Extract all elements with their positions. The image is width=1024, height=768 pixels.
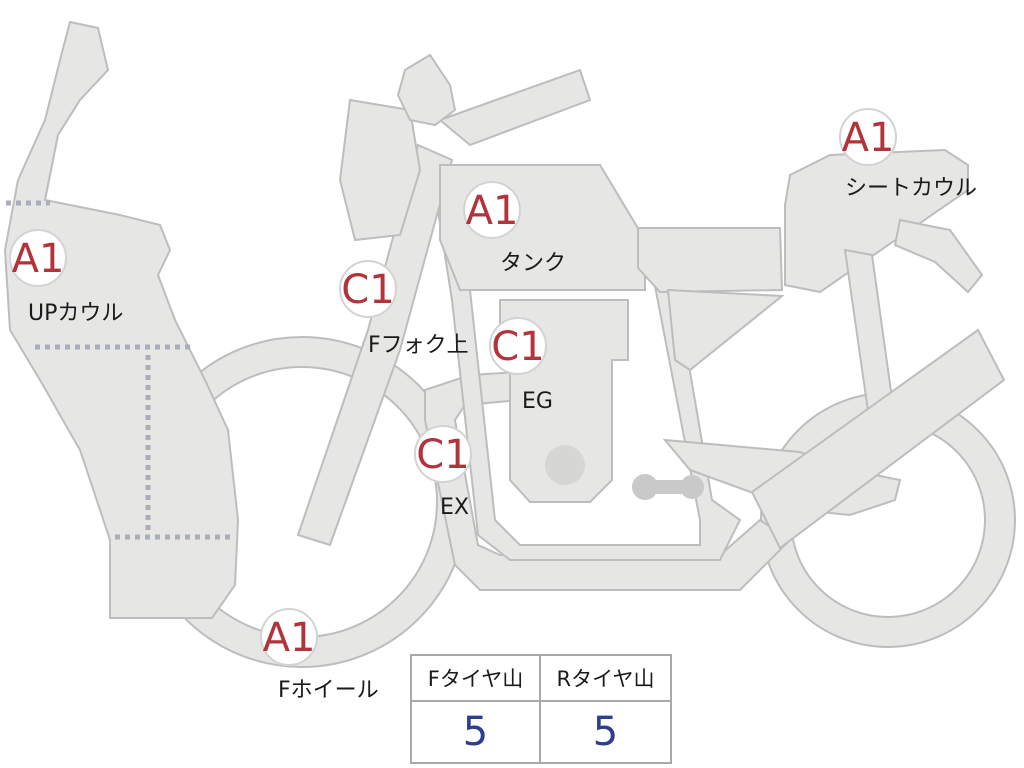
front-tire-value: 5 <box>412 702 541 762</box>
front-tire-header: Fタイヤ山 <box>412 656 541 702</box>
grade-badge <box>489 317 547 375</box>
grade-text: A1 <box>12 236 65 282</box>
seat-cowl-shape <box>784 148 969 294</box>
part-label: シートカウル <box>845 176 977 201</box>
front-fork <box>296 143 454 547</box>
rear-tire-value: 5 <box>592 709 619 755</box>
cowl-dash-lines <box>6 200 232 540</box>
side-cover <box>666 288 785 372</box>
mirror <box>396 53 457 127</box>
part-label: EX <box>440 495 469 520</box>
grade-text: C1 <box>416 432 469 478</box>
part-label: タンク <box>500 251 566 276</box>
part-label: Fホイール <box>278 678 379 703</box>
muffler <box>750 328 1006 550</box>
part-label: UPカウル <box>28 301 123 326</box>
upper-cowl-shape <box>3 20 240 619</box>
grade-text: C1 <box>491 324 544 370</box>
grade-text: C1 <box>341 267 394 313</box>
grade-badge <box>9 229 67 287</box>
engine-cover <box>545 445 585 485</box>
footrest <box>632 474 704 500</box>
handlebar <box>438 68 592 147</box>
grade-text: A1 <box>263 615 316 661</box>
grade-badge <box>339 260 397 318</box>
grade-text: A1 <box>842 115 895 161</box>
tail-fin <box>893 218 984 294</box>
part-label: EG <box>522 389 553 414</box>
grade-badge <box>260 608 318 666</box>
grade-badge <box>839 108 897 166</box>
rear-tire-header: Rタイヤ山 <box>541 656 670 702</box>
tire-tread-table: Fタイヤ山 Rタイヤ山 5 5 <box>410 654 672 764</box>
grade-text: A1 <box>466 188 519 234</box>
marker-seat-cowl: A1 シートカウル <box>839 108 977 201</box>
grade-badge <box>463 181 521 239</box>
marker-tank: A1 タンク <box>463 181 566 276</box>
seat <box>637 227 784 294</box>
part-label: Fフォク上 <box>368 333 469 358</box>
grade-badge <box>414 425 472 483</box>
